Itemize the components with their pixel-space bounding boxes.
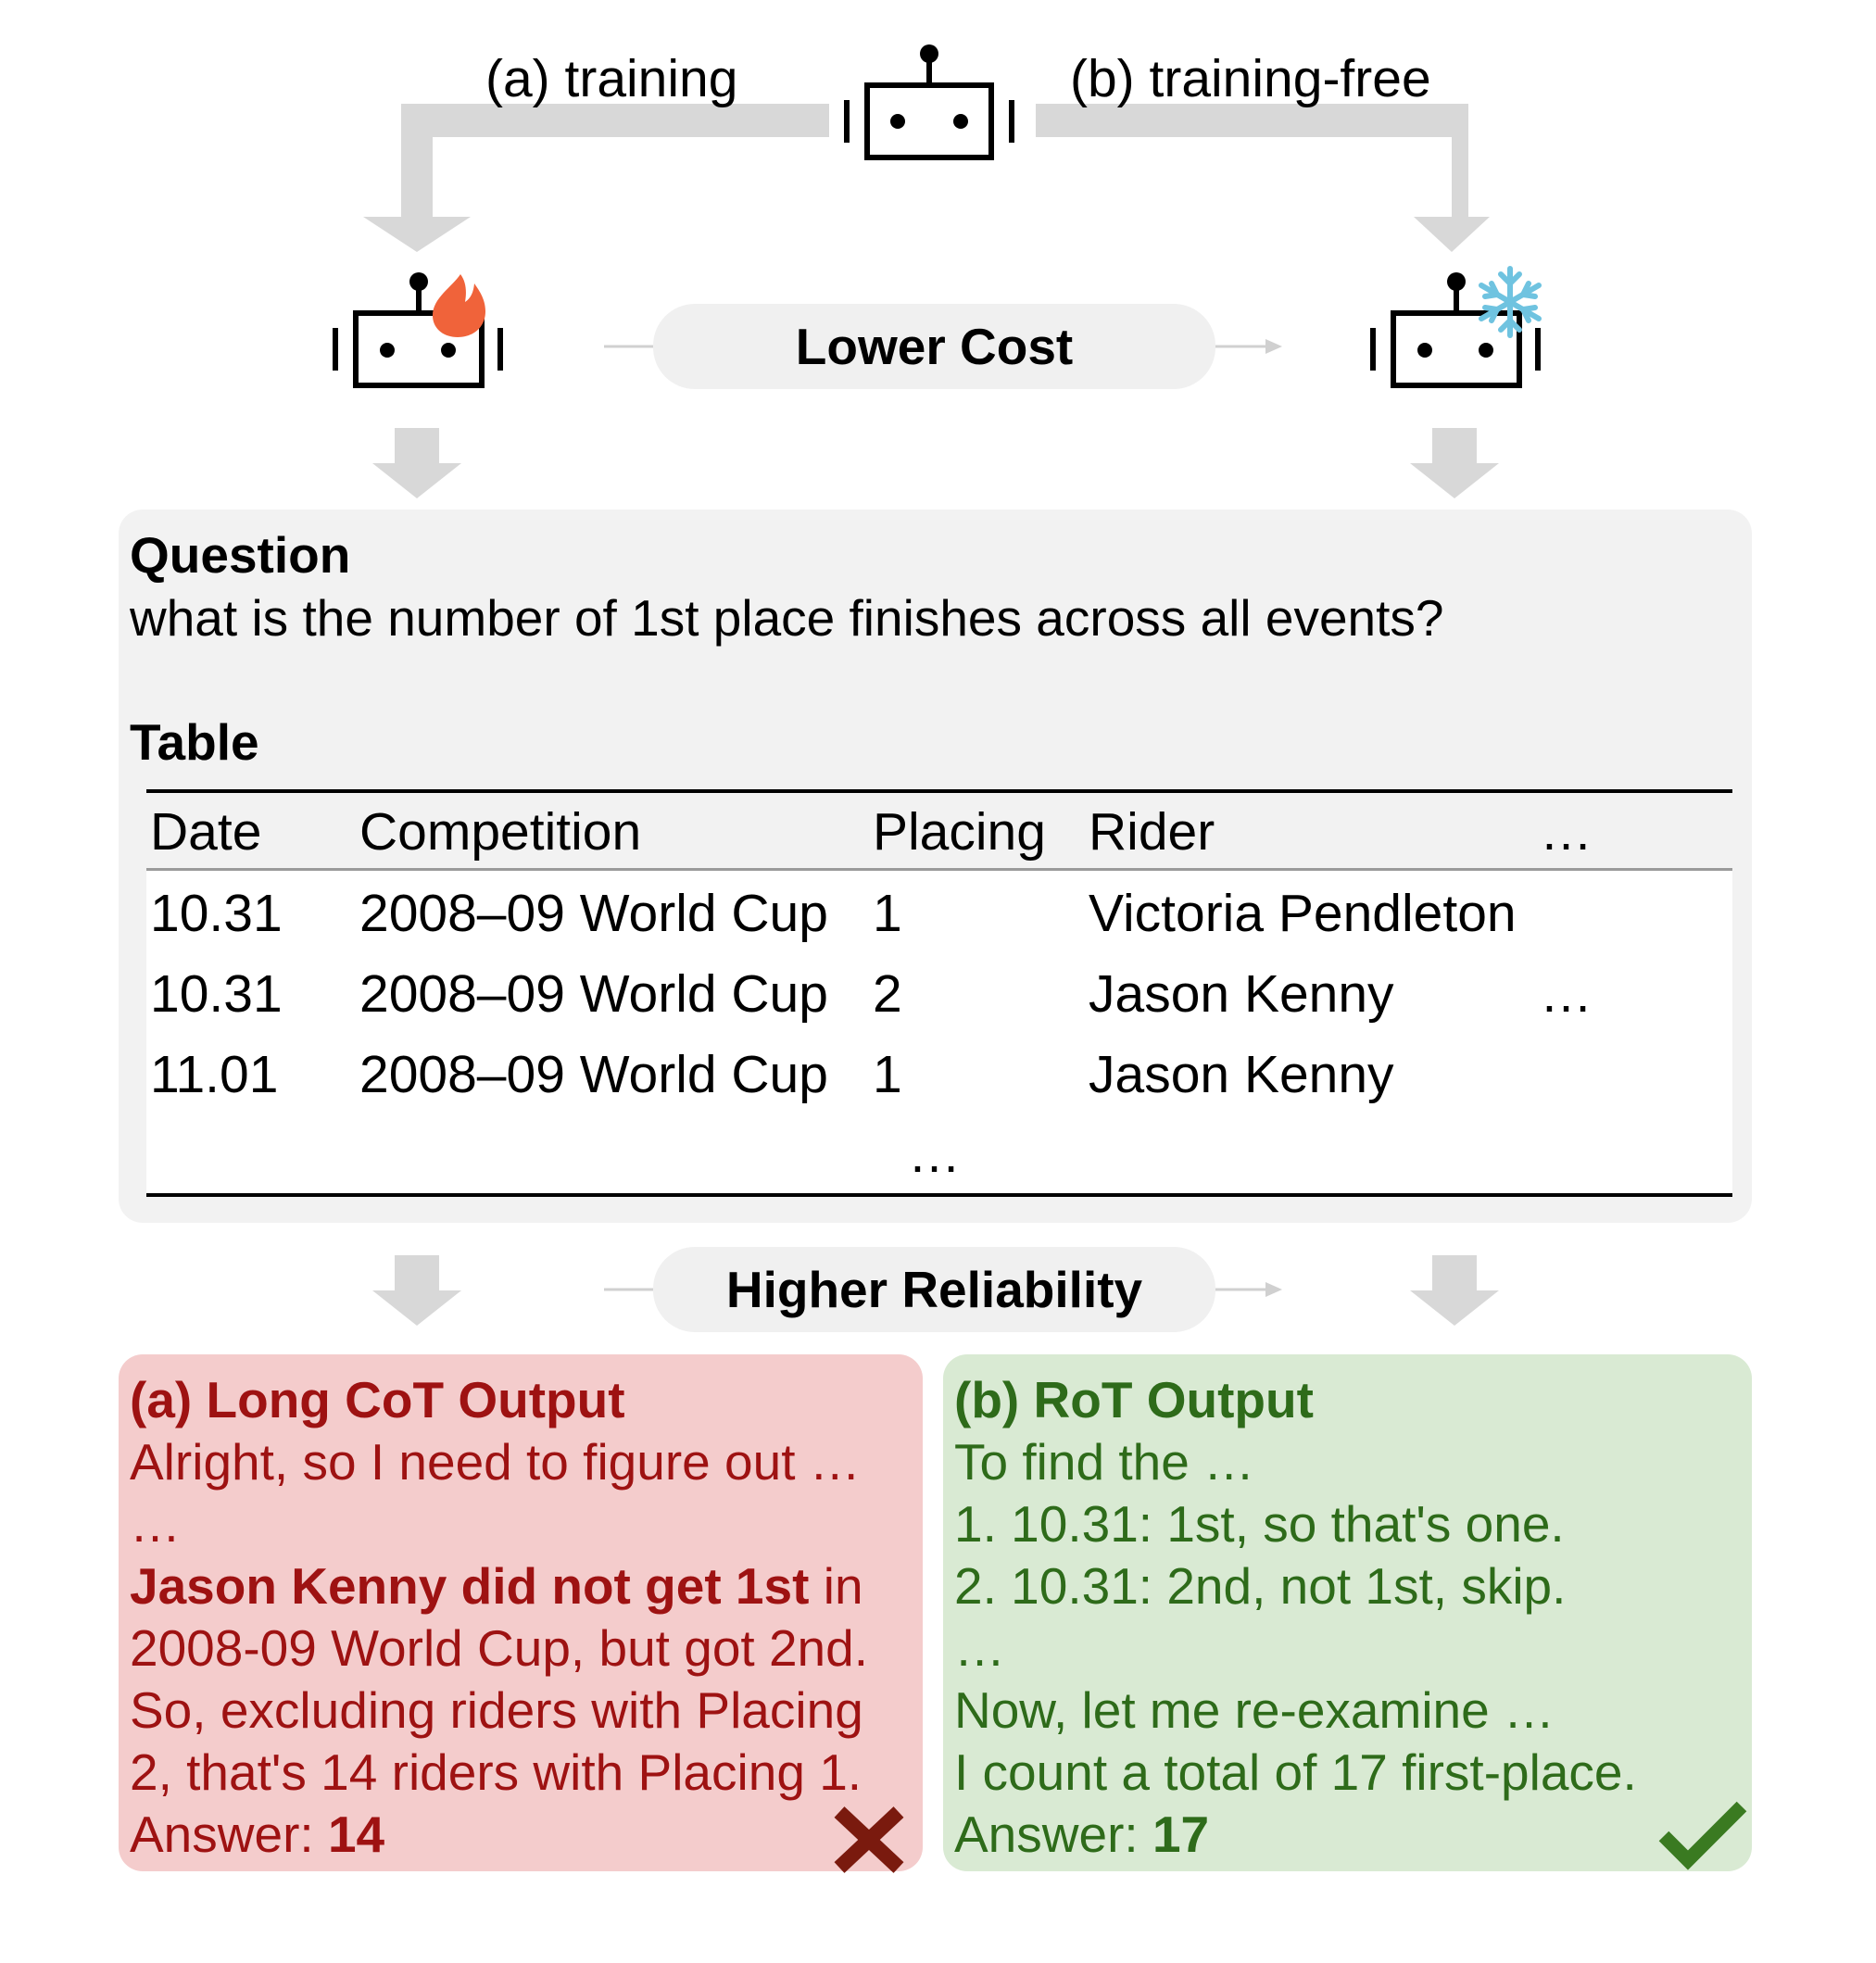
table-row-2-rider: Jason Kenny [1089, 964, 1394, 1024]
arrow-b-elbow [1036, 104, 1490, 252]
rot-line-5: Now, let me re-examine … [954, 1681, 1555, 1739]
table-row-2-competition: 2008–09 World Cup [359, 964, 828, 1024]
long-cot-line-5: So, excluding riders with Placing [130, 1681, 863, 1739]
reliability-arrowhead [1265, 1282, 1282, 1297]
trained-robot-icon [333, 272, 503, 388]
higher-reliability-pill: Higher Reliability [653, 1247, 1215, 1332]
rot-answer: Answer: 17 [954, 1809, 1209, 1860]
rot-line-3: 2. 10.31: 2nd, not 1st, skip. [954, 1557, 1567, 1615]
question-text: what is the number of 1st place finishes… [130, 589, 1444, 647]
lower-cost-pill: Lower Cost [653, 304, 1215, 389]
table-header-rule [146, 868, 1732, 871]
table-row-2-date: 10.31 [150, 964, 283, 1024]
table-top-rule [146, 789, 1732, 793]
arrow-a-elbow [363, 104, 829, 252]
long-cot-line-1: Alright, so I need to figure out … [130, 1433, 861, 1491]
table-row-3-placing: 1 [873, 1045, 902, 1104]
rot-line-4: … [954, 1619, 1005, 1677]
arrows [363, 104, 1499, 1326]
question-title: Question [130, 526, 351, 584]
table-header-placing: Placing [873, 802, 1046, 862]
arrow-down-left-1 [372, 428, 461, 498]
pill-connectors [604, 339, 1282, 1297]
branch-label-training: (a) training [485, 49, 738, 108]
long-cot-title: (a) Long CoT Output [130, 1371, 625, 1428]
table-header-more: … [1540, 802, 1593, 862]
arrow-down-right-1 [1410, 428, 1499, 498]
long-cot-answer-value: 14 [327, 1806, 385, 1863]
table-row-1-date: 10.31 [150, 884, 283, 943]
arrow-down-right-2 [1410, 1255, 1499, 1326]
rot-line-6: I count a total of 17 first-place. [954, 1743, 1637, 1801]
long-cot-line-3-rest: in [809, 1557, 863, 1615]
table-row-3-date: 11.01 [150, 1045, 279, 1104]
table-header-date: Date [150, 802, 262, 862]
table-header-rider: Rider [1089, 802, 1215, 862]
branch-label-training-free: (b) training-free [1070, 49, 1431, 108]
table-row-1-rider: Victoria Pendleton [1089, 884, 1517, 943]
table-row-3-competition: 2008–09 World Cup [359, 1045, 828, 1104]
base-robot-icon [844, 44, 1014, 160]
table-row-1-competition: 2008–09 World Cup [359, 884, 828, 943]
table-row-2-more: … [1540, 964, 1593, 1024]
snowflake-icon [1479, 266, 1542, 338]
table-bottom-rule [146, 1193, 1732, 1197]
rot-line-2: 1. 10.31: 1st, so that's one. [954, 1495, 1565, 1553]
long-cot-answer: Answer: 14 [130, 1809, 384, 1860]
rot-answer-label: Answer: [954, 1806, 1152, 1863]
rot-title: (b) RoT Output [954, 1371, 1314, 1428]
cross-icon [834, 1806, 904, 1873]
arrow-down-left-2 [372, 1255, 461, 1326]
cost-arrowhead [1265, 339, 1282, 354]
long-cot-line-4: 2008-09 World Cup, but got 2nd. [130, 1619, 869, 1677]
table-body-bg [146, 871, 1732, 1195]
long-cot-output-panel: (a) Long CoT Output Alright, so I need t… [119, 1354, 923, 1873]
long-cot-line-2: … [130, 1495, 181, 1553]
long-cot-answer-label: Answer: [130, 1806, 328, 1863]
table-row-3-rider: Jason Kenny [1089, 1045, 1394, 1104]
rot-answer-value: 17 [1152, 1806, 1210, 1863]
long-cot-error-highlight: Jason Kenny did not get 1st [130, 1557, 810, 1615]
table-row-2-placing: 2 [873, 964, 902, 1024]
table-more-rows: … [908, 1125, 961, 1184]
table-row-1-placing: 1 [873, 884, 902, 943]
checkmark-icon [1658, 1801, 1747, 1870]
frozen-robot-icon [1370, 272, 1541, 388]
table-title: Table [130, 713, 259, 771]
long-cot-line-6: 2, that's 14 riders with Placing 1. [130, 1743, 862, 1801]
rot-output-panel: (b) RoT Output To find the … 1. 10.31: 1… [943, 1354, 1752, 1871]
long-cot-line-3: Jason Kenny did not get 1st in [130, 1561, 863, 1612]
table-header-competition: Competition [359, 802, 642, 862]
flame-icon [432, 274, 485, 337]
rot-line-1: To find the … [954, 1433, 1255, 1491]
